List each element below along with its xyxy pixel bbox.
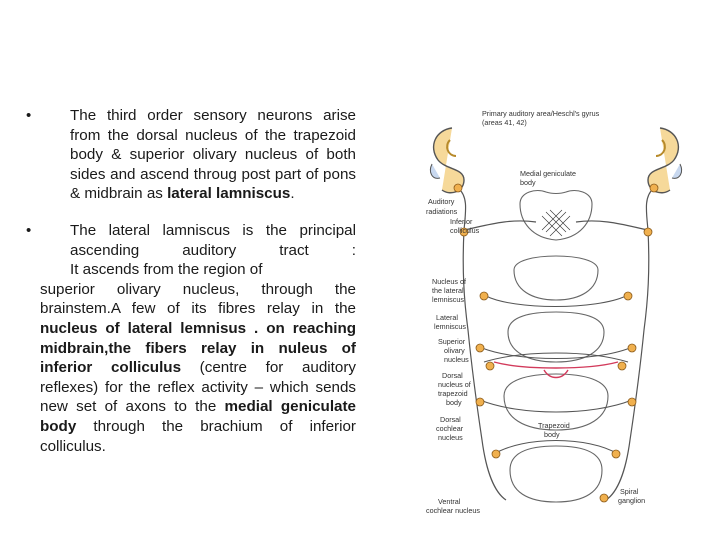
- svg-text:lemniscus: lemniscus: [432, 295, 464, 304]
- svg-text:the lateral: the lateral: [432, 286, 464, 295]
- svg-text:body: body: [520, 178, 536, 187]
- bullet-2-bold-1: nucleus of lateral lemnisus . on reachin…: [40, 319, 356, 377]
- red-fibres: [493, 361, 619, 379]
- svg-text:colliculus: colliculus: [450, 226, 480, 235]
- label-spiral-ganglion: Spiral: [620, 487, 639, 496]
- label-dorsal-cochlear-nucleus: Dorsal: [440, 415, 461, 424]
- svg-text:(areas 41, 42): (areas 41, 42): [482, 118, 527, 127]
- bullet-1: • The third order sensory neurons arise …: [26, 106, 356, 204]
- svg-text:cochlear nucleus: cochlear nucleus: [426, 506, 480, 515]
- svg-text:nucleus of: nucleus of: [438, 380, 471, 389]
- left-pathway: [457, 187, 537, 501]
- bullet-2-line-2: It ascends from the region of: [70, 261, 263, 279]
- bullet-1-bold: lateral lamniscus: [167, 185, 291, 203]
- label-inferior-colliculus: Inferior: [450, 217, 473, 226]
- left-cortex: [429, 127, 465, 194]
- bullet-2-line-1: The lateral lamniscus is the principal a…: [70, 221, 356, 259]
- svg-text:body: body: [544, 430, 560, 439]
- svg-text:cochlear: cochlear: [436, 424, 464, 433]
- bullet-2-text-1: superior olivary nucleus, through the br…: [40, 280, 356, 318]
- diagram-labels: Primary auditory area/Heschl's gyrus (ar…: [426, 109, 645, 515]
- brainstem-outline: [503, 189, 609, 503]
- label-medial-geniculate: Medial geniculate: [520, 169, 576, 178]
- text-content: • The third order sensory neurons arise …: [26, 106, 356, 456]
- label-superior-olivary-nucleus: Superior: [438, 337, 466, 346]
- bullet-2-text-2: (centre for auditory reflexes) for the r…: [40, 359, 357, 416]
- auditory-pathway-diagram: Primary auditory area/Heschl's gyrus (ar…: [426, 109, 683, 515]
- bullet-2-bold-2: medial geniculate body: [40, 398, 356, 435]
- right-pathway: [575, 187, 655, 501]
- bullet-1-end: .: [290, 185, 295, 203]
- bullet-2-body: superior olivary nucleus, through the br…: [40, 280, 356, 456]
- bullet-marker: •: [26, 107, 32, 124]
- svg-text:trapezoid: trapezoid: [438, 389, 468, 398]
- svg-text:radiations: radiations: [426, 207, 458, 216]
- relay-nuclei: [453, 183, 659, 503]
- colliculus-hatch: [541, 209, 571, 237]
- svg-text:nucleus: nucleus: [444, 355, 469, 364]
- label-trapezoid-body: Trapezoid: [538, 421, 570, 430]
- label-nucleus-lateral-lemniscus: Nucleus of: [432, 277, 466, 286]
- svg-text:body: body: [446, 398, 462, 407]
- crossing-fibres: [479, 295, 633, 455]
- label-dorsal-nucleus-trapezoid: Dorsal: [442, 371, 463, 380]
- svg-text:lemniscus: lemniscus: [434, 322, 466, 331]
- right-cortex: [647, 127, 683, 194]
- svg-text:nucleus: nucleus: [438, 433, 463, 442]
- label-primary-auditory-area: Primary auditory area/Heschl's gyrus: [482, 109, 600, 118]
- label-auditory-radiations: Auditory: [428, 197, 455, 206]
- bullet-1-text: The third order sensory neurons arise fr…: [70, 107, 356, 203]
- svg-text:olivary: olivary: [444, 346, 465, 355]
- label-lateral-lemniscus: Lateral: [436, 313, 458, 322]
- bullet-2: • The lateral lamniscus is the principal…: [26, 221, 356, 456]
- bullet-2-text-3: through the brachium of inferior collicu…: [40, 417, 356, 455]
- label-ventral-cochlear-nucleus: Ventral: [438, 497, 461, 506]
- svg-text:ganglion: ganglion: [618, 496, 645, 505]
- bullet-marker: •: [26, 221, 32, 239]
